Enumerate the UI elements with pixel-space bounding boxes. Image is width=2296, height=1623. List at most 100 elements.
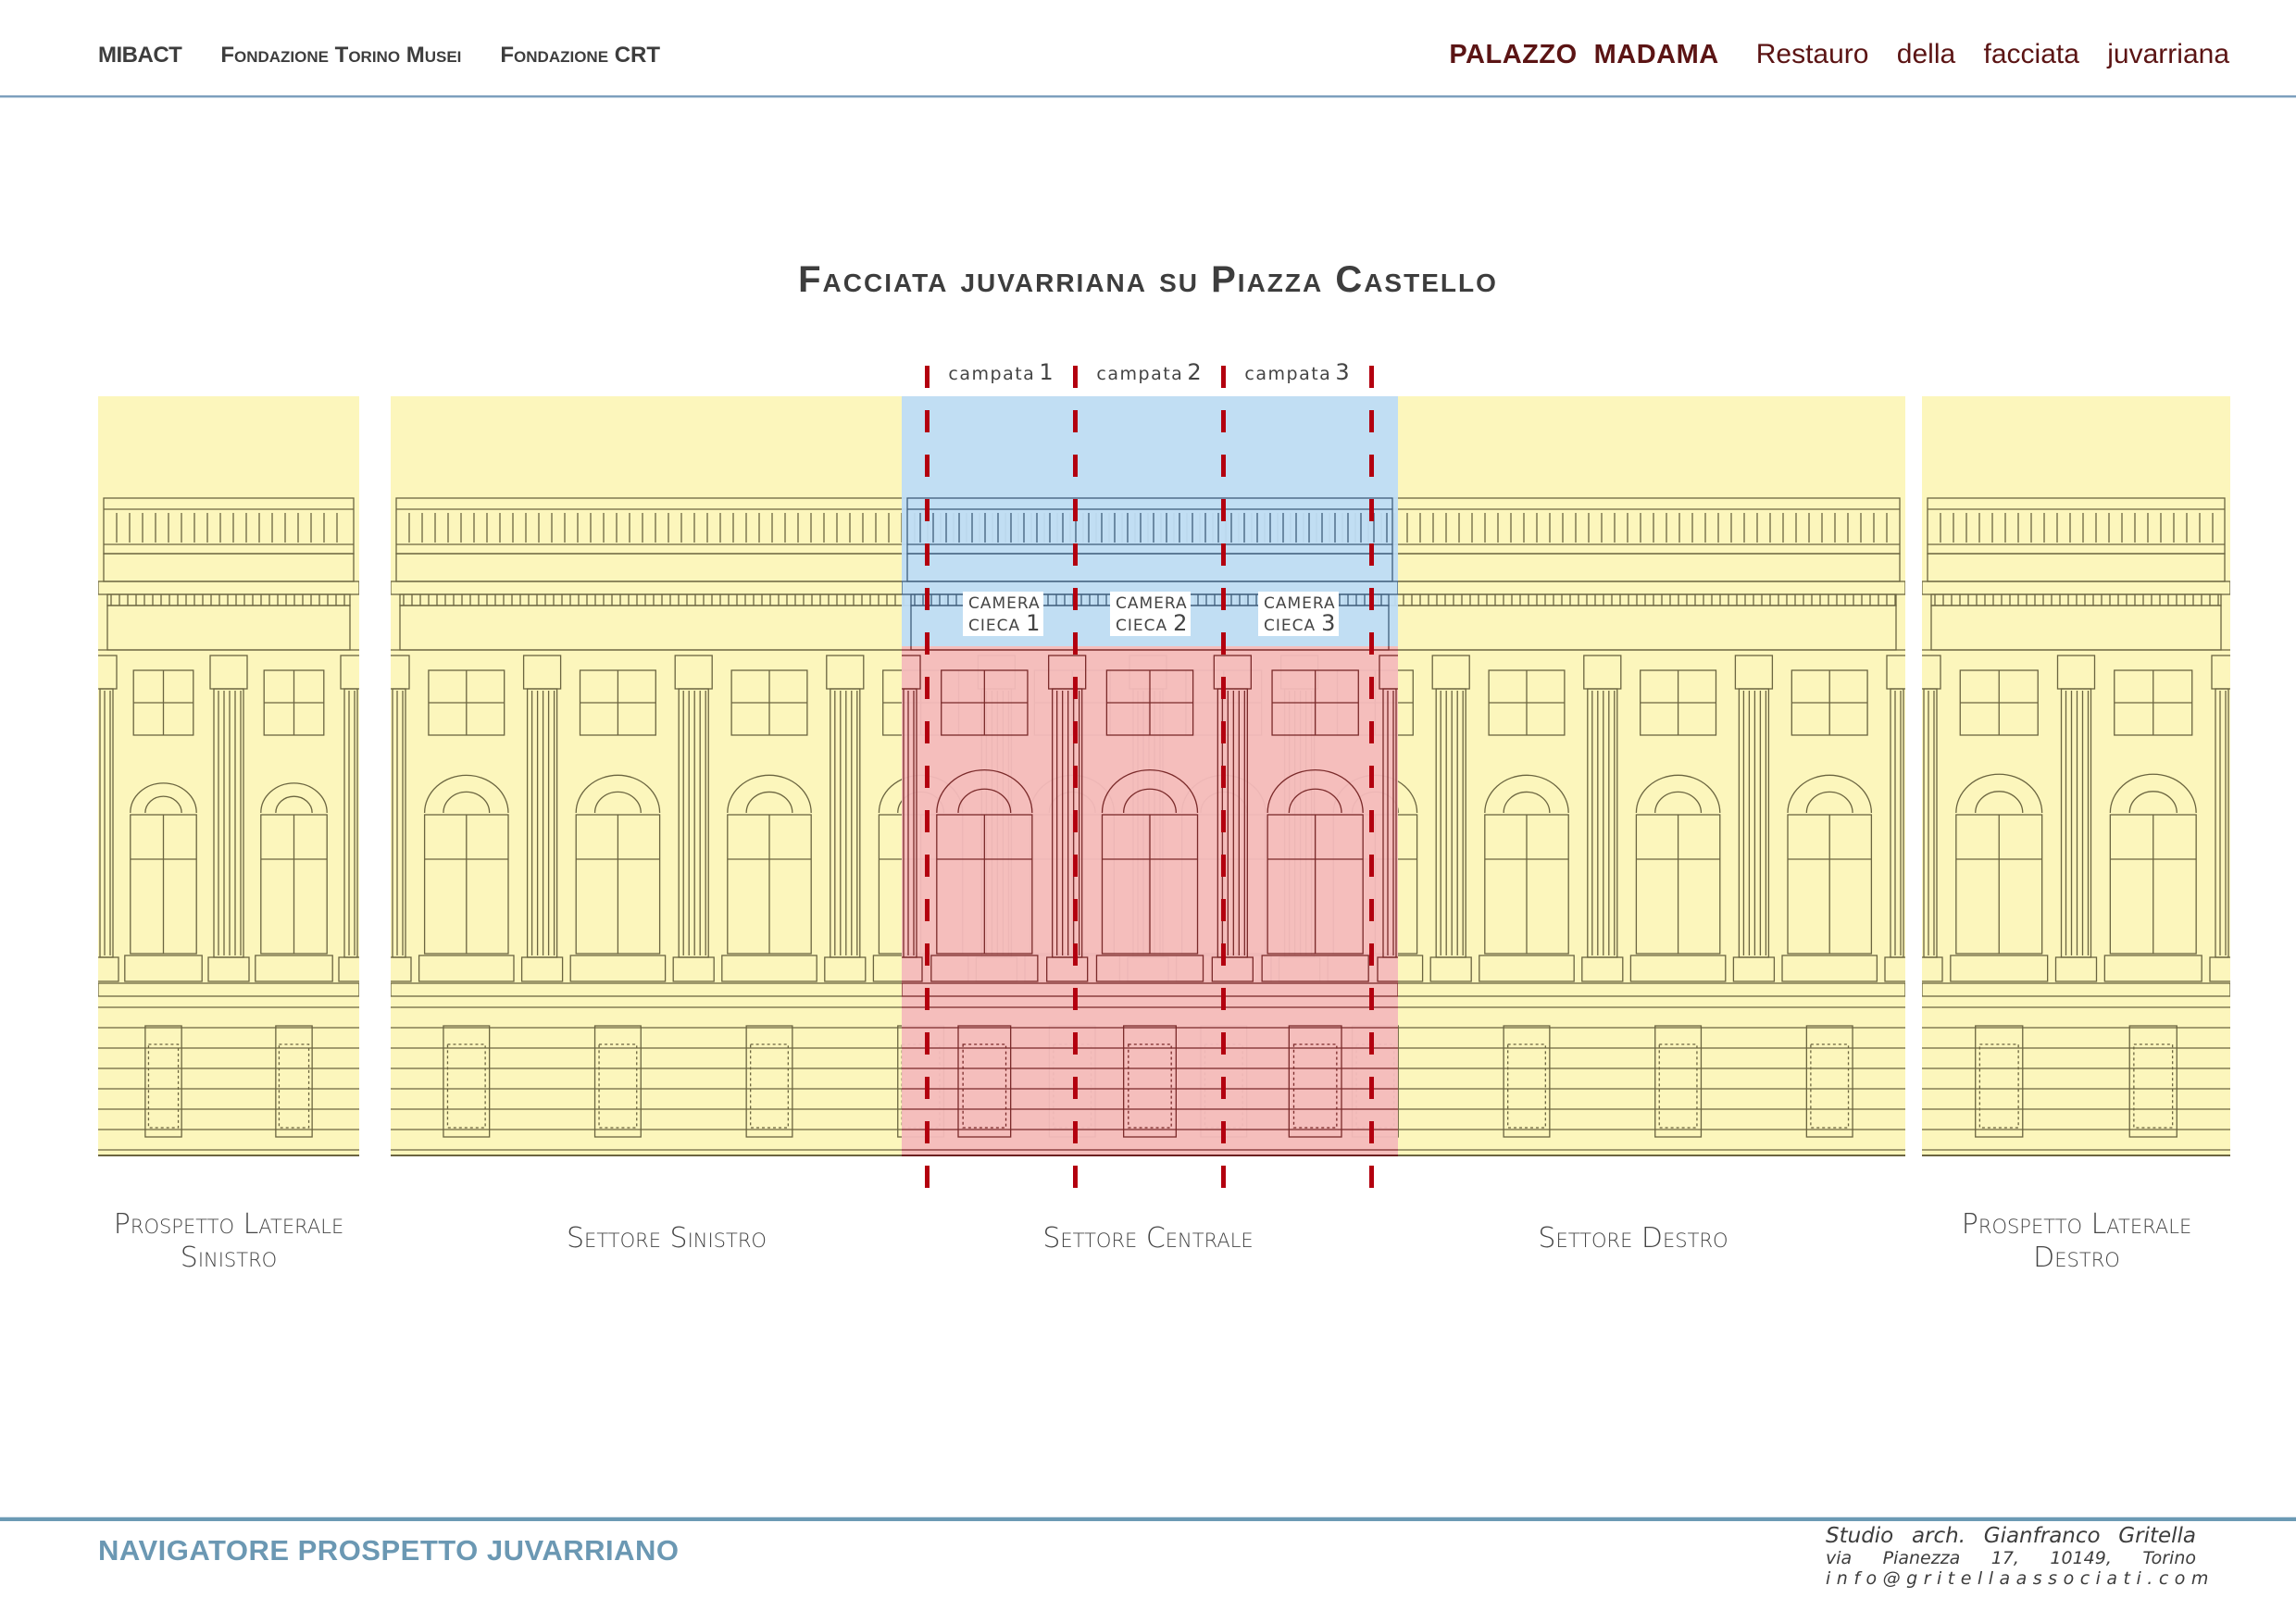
arch-inner (1805, 791, 1853, 814)
ground-window (745, 1025, 793, 1138)
camera-line1: CAMERA (1116, 594, 1188, 613)
camera-line2: CIECA (968, 617, 1021, 635)
parapet-base (1927, 553, 2226, 582)
window-grille (446, 1043, 486, 1129)
facade-linework (902, 646, 1398, 1151)
studio-email[interactable]: info@gritellaassociati.com (1826, 1568, 2215, 1589)
column-capital (2211, 655, 2230, 690)
sector-label-prospetto-laterale-destro[interactable]: Prospetto Laterale Destro (1928, 1208, 2226, 1275)
institution-fondazione-crt: Fondazione CRT (500, 43, 661, 68)
string-course (1922, 982, 2230, 997)
balcony (1629, 955, 1727, 982)
facade-linework (902, 497, 1398, 646)
camera-number: 3 (1321, 610, 1336, 636)
zone-settore-centrale[interactable] (902, 646, 1398, 1156)
balcony (255, 955, 333, 982)
footer-divider (0, 1517, 2296, 1521)
panel-prospetto-laterale-destro[interactable] (1922, 396, 2230, 1156)
subtitle-word: della (1896, 39, 1956, 69)
studio-credits: Studio arch. Gianfranco Gritella via Pia… (1826, 1511, 2215, 1589)
column-base (1581, 956, 1624, 982)
arch-inner (745, 791, 793, 814)
facade-drawing-lateral-left (98, 497, 359, 1151)
arch (1787, 775, 1873, 814)
sector-label-settore-sinistro[interactable]: Settore Sinistro (481, 1222, 852, 1255)
window-grille (1658, 1043, 1698, 1129)
camera-line2: CIECA (1116, 617, 1168, 635)
arch (575, 774, 661, 814)
arch-inner (443, 791, 491, 814)
camera-number: 1 (1026, 610, 1041, 636)
window-grille (598, 1043, 638, 1129)
camera-number: 2 (1173, 610, 1188, 636)
subtitle-word: juvarriana (2107, 39, 2229, 69)
balcony (569, 955, 667, 982)
column-capital (1922, 655, 1941, 690)
arch (727, 774, 812, 814)
parapet-base (906, 553, 1393, 582)
column-base (338, 956, 359, 982)
string-course (98, 982, 359, 997)
balcony (1261, 955, 1369, 982)
arch (1101, 768, 1199, 814)
ground-window (1503, 1025, 1551, 1138)
facade-linework (1922, 497, 2230, 1151)
column-base (520, 956, 564, 982)
sector-label-settore-centrale[interactable]: Settore Centrale (963, 1222, 1333, 1255)
sector-label-prospetto-laterale-sinistro[interactable]: Prospetto Laterale Sinistro (80, 1208, 378, 1275)
camera-line2: CIECA (1264, 617, 1316, 635)
camera-cieca-label-3[interactable]: CAMERA CIECA 3 (1258, 592, 1339, 636)
column-base (824, 956, 867, 982)
diagram-title: Facciata juvarriana su Piazza Castello (798, 259, 1498, 300)
ground-window (275, 1025, 313, 1138)
arch-inner (1503, 791, 1551, 814)
balcony (2103, 955, 2202, 982)
campata-number: 2 (1187, 359, 1202, 385)
window-grille (2133, 1043, 2174, 1129)
panel-prospetto-laterale-sinistro[interactable] (98, 396, 359, 1156)
header-institutions: MIBACT Fondazione Torino Musei Fondazion… (98, 43, 660, 69)
bay-divider-line (1073, 366, 1078, 1204)
arch-inner (275, 795, 313, 814)
studio-address: via Pianezza 17, 10149, Torino (1826, 1548, 2196, 1568)
ground-window (1123, 1025, 1177, 1138)
column-shaft (343, 688, 358, 958)
camera-line1: CAMERA (1264, 594, 1336, 613)
campata-text: campata (948, 364, 1036, 384)
balcony (418, 955, 515, 982)
bay-divider-line (1221, 366, 1226, 1204)
sector-label-line2: Destro (2033, 1242, 2120, 1274)
window-grille (278, 1043, 310, 1129)
column-base (391, 956, 412, 982)
sector-label-line1: Prospetto Laterale (1961, 1208, 2192, 1241)
arch (1955, 773, 2043, 814)
cornice (98, 581, 359, 595)
arch-inner (2128, 791, 2177, 814)
column-shaft (2215, 688, 2229, 958)
zone-settore-sinistro[interactable] (391, 396, 902, 1155)
ground-window (1805, 1025, 1853, 1138)
campata-number: 1 (1039, 359, 1054, 385)
arch (423, 774, 509, 814)
window-grille (750, 1043, 789, 1129)
camera-cieca-label-2[interactable]: CAMERA CIECA 2 (1110, 592, 1191, 636)
column-base (1429, 956, 1472, 982)
balustrade (103, 497, 355, 555)
ground-window (2128, 1025, 2177, 1138)
balustrade (1927, 497, 2226, 555)
sector-label-line1: Settore Destro (1538, 1222, 1728, 1255)
sector-label-settore-destro[interactable]: Settore Destro (1448, 1222, 1818, 1255)
balcony (1479, 955, 1575, 982)
column-capital (1048, 655, 1087, 690)
zone-settore-destro[interactable] (1398, 396, 1905, 1155)
arch-inner (1123, 788, 1177, 814)
facade-linework (98, 497, 359, 1151)
balcony (721, 955, 817, 982)
campata-text: campata (1096, 364, 1184, 384)
ground-window (1975, 1025, 2024, 1138)
